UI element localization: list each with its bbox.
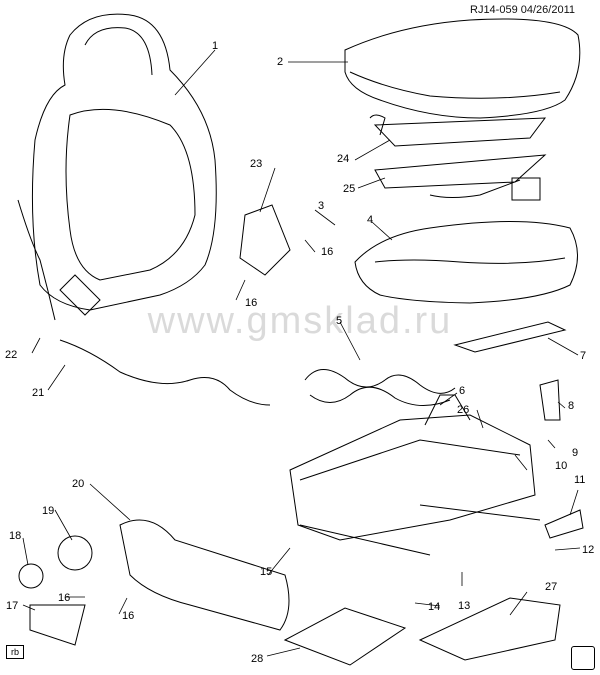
callout-8: 8	[568, 400, 575, 412]
callout-15: 15	[260, 566, 273, 578]
callout-19: 19	[42, 505, 55, 517]
callout-16-top: 16	[321, 246, 334, 258]
buckle-part	[539, 379, 561, 421]
release-handle-part	[544, 509, 584, 539]
trim-panel-part	[453, 321, 567, 353]
callout-26: 26	[457, 404, 470, 416]
heater-mat-part	[369, 114, 547, 147]
handle-part	[57, 535, 93, 571]
harness-part	[59, 339, 271, 406]
callout-24: 24	[337, 153, 350, 165]
harness-lead-part	[17, 199, 56, 321]
cushion-cover-part	[344, 18, 581, 119]
region-tag: rb	[6, 645, 24, 659]
seat-back-part	[31, 13, 217, 316]
tray-part	[283, 607, 407, 666]
seat-frame-part	[289, 394, 541, 556]
callout-17: 17	[6, 600, 19, 612]
bracket-part	[239, 204, 291, 276]
callout-9: 9	[572, 447, 579, 459]
callout-25: 25	[343, 183, 356, 195]
callout-10: 10	[555, 460, 568, 472]
bracket-27-part	[418, 597, 561, 661]
callout-14: 14	[428, 601, 441, 613]
side-trim-part	[119, 519, 290, 631]
callout-20: 20	[72, 478, 85, 490]
cushion-pad-part	[354, 221, 578, 304]
leader-lines	[22, 49, 581, 657]
callout-13: 13	[458, 600, 471, 612]
gm-logo-icon	[571, 646, 595, 670]
callout-16-mid: 16	[245, 297, 258, 309]
callout-27: 27	[545, 581, 558, 593]
callout-3: 3	[318, 200, 325, 212]
watermark: www.gmsklad.ru	[147, 300, 453, 342]
callout-7: 7	[580, 350, 587, 362]
sensor-mat-part	[374, 154, 547, 201]
cover-part	[29, 604, 86, 646]
callout-22: 22	[5, 349, 18, 361]
callout-21: 21	[32, 387, 45, 399]
spring-part	[304, 369, 456, 406]
callout-23: 23	[250, 158, 263, 170]
callout-4: 4	[367, 214, 374, 226]
callout-11: 11	[574, 474, 586, 486]
callout-28: 28	[251, 653, 264, 665]
callout-5: 5	[336, 315, 343, 327]
callout-1: 1	[212, 40, 219, 52]
diagram-reference: RJ14-059 04/26/2011	[470, 4, 575, 16]
cap-part	[18, 563, 44, 589]
callout-6: 6	[459, 385, 466, 397]
callout-16-bottom: 16	[122, 610, 135, 622]
callout-12: 12	[582, 544, 595, 556]
callout-2: 2	[277, 56, 284, 68]
callout-16-left: 16	[58, 592, 71, 604]
callout-18: 18	[9, 530, 22, 542]
